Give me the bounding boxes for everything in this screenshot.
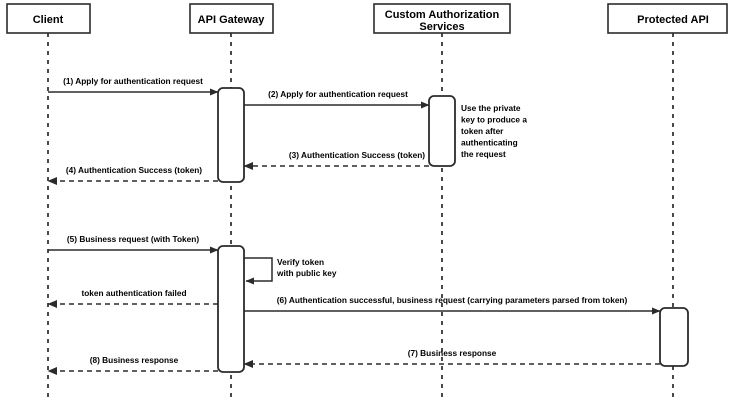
self-message-label-line2: with public key (276, 268, 337, 278)
participant-box-client (6, 3, 91, 34)
participant-box-custom_auth (373, 3, 511, 34)
message-2: (2) Apply for authentication request (244, 89, 430, 109)
message-label-7: (7) Business response (408, 348, 497, 358)
note-label-line1: Use the private (461, 103, 521, 113)
message-label-2: (2) Apply for authentication request (268, 89, 408, 99)
activation-box-api_gateway-0 (217, 87, 245, 183)
message-5: (5) Business request (with Token) (48, 234, 219, 254)
message-failed: token authentication failed (47, 288, 218, 308)
note-label-line4: authenticating (461, 138, 518, 148)
participant-headers-group: Client API Gateway Custom AuthorizationSer… (6, 3, 728, 34)
activation-box-api_gateway-2 (217, 245, 245, 373)
participant-protected_api[interactable]: Protected API (607, 3, 728, 34)
message-label-6: (6) Authentication successful, business … (277, 295, 628, 305)
message-label-4: (4) Authentication Success (token) (66, 165, 202, 175)
participant-box-api_gateway (189, 3, 274, 34)
participant-api_gateway[interactable]: API Gateway (189, 3, 274, 34)
message-label-1: (1) Apply for authentication request (63, 76, 203, 86)
participant-label-api_gateway: API Gateway (198, 14, 266, 26)
participant-client[interactable]: Client (6, 3, 91, 34)
lifelines-group (47, 33, 674, 399)
messages-group: (1) Apply for authentication request (2) … (47, 76, 661, 375)
message-label-3: (3) Authentication Success (token) (289, 150, 425, 160)
activation-box-custom_auth-1 (428, 95, 456, 167)
participant-label-custom_auth-line2: Services (419, 21, 464, 33)
participant-label-protected_api: Protected API (637, 14, 709, 26)
participant-label-custom_auth-line1: Custom Authorization (385, 9, 500, 21)
message-4: (4) Authentication Success (token) (47, 165, 218, 185)
message-1: (1) Apply for authentication request (48, 76, 219, 96)
message-3: (3) Authentication Success (token) (243, 150, 429, 170)
message-7: (7) Business response (243, 348, 660, 368)
message-label-5: (5) Business request (with Token) (67, 234, 199, 244)
message-8: (8) Business response (47, 355, 218, 375)
message-label-8: (8) Business response (90, 355, 179, 365)
note-label-line5: the request (461, 149, 506, 159)
self-message-label-line1: Verify token (277, 257, 324, 267)
participant-box-protected_api (607, 3, 728, 34)
self-message-path-api_gateway (244, 257, 273, 285)
message-6: (6) Authentication successful, business … (244, 295, 661, 315)
message-label-failed: token authentication failed (81, 288, 186, 298)
activation-boxes-group (217, 87, 689, 373)
participant-label-client: Client (33, 14, 64, 26)
note-label-line2: key to produce a (461, 115, 527, 125)
note-label-line3: token after (461, 126, 504, 136)
activation-box-protected_api-3 (659, 307, 689, 367)
